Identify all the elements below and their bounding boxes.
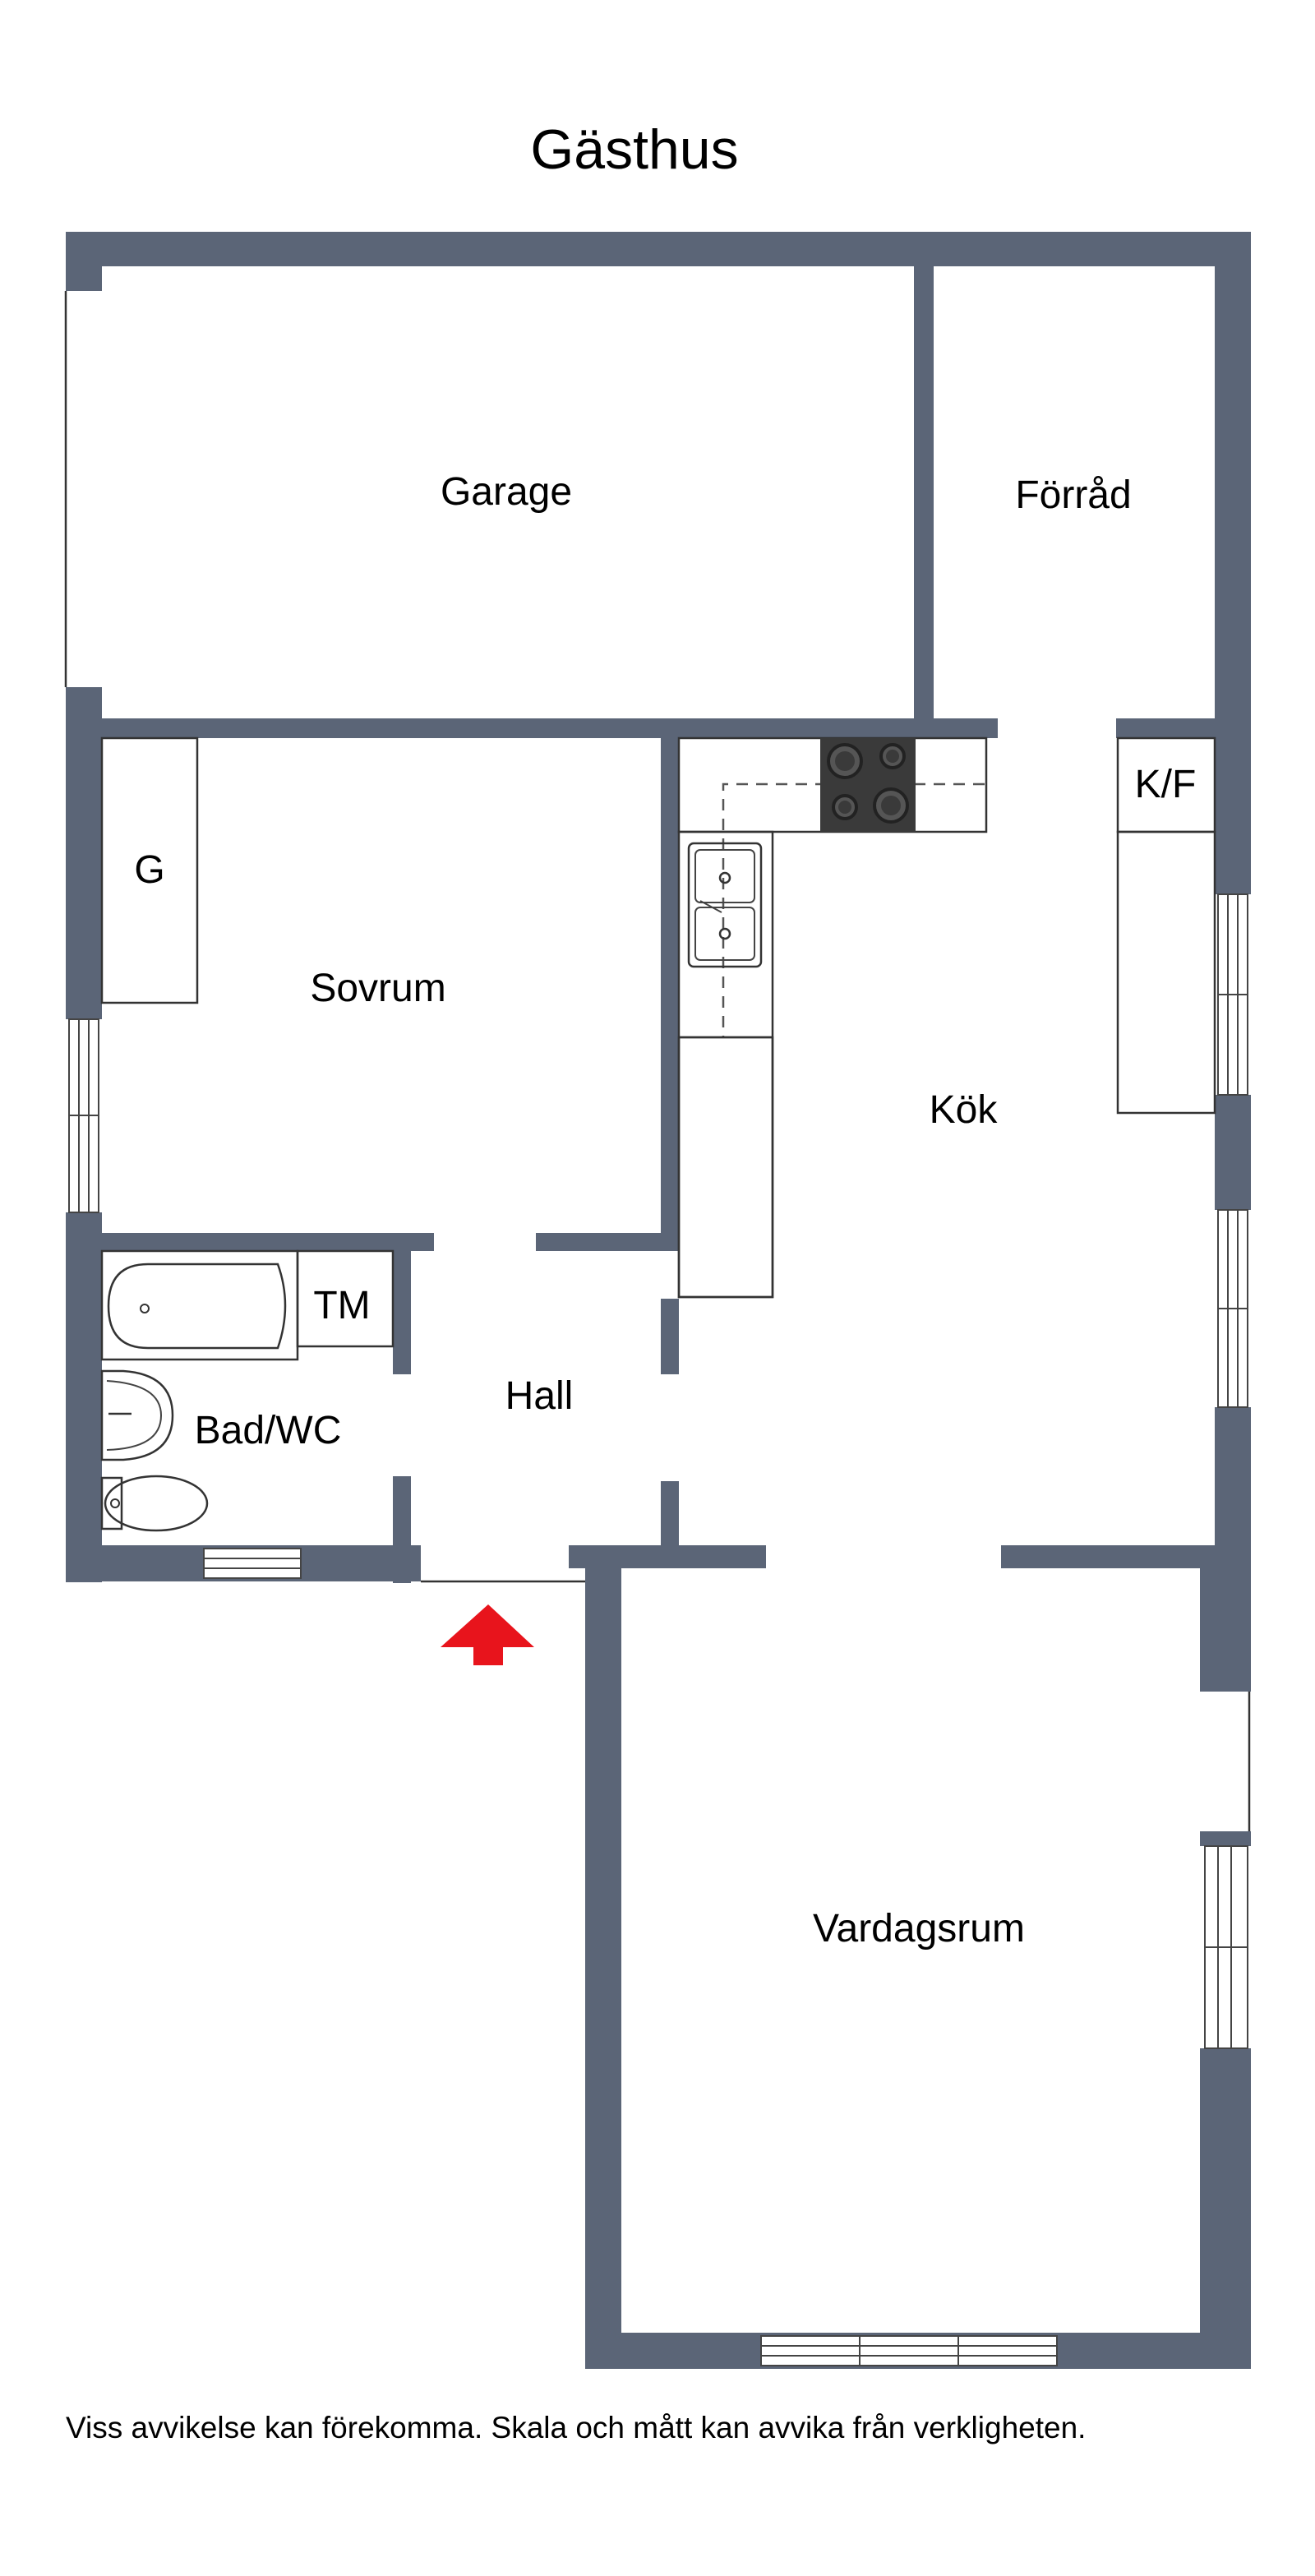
wardrobe — [100, 736, 199, 1004]
plan-title: Gästhus — [530, 118, 738, 181]
entrance-arrow-icon — [441, 1604, 534, 1665]
left-counter — [677, 830, 774, 1299]
disclaimer-text: Viss avvikelse kan förekomma. Skala och … — [66, 2411, 1086, 2444]
bathtub-icon — [100, 1249, 299, 1361]
room-label-hall: Hall — [505, 1374, 574, 1418]
room-label-bad: Bad/WC — [195, 1409, 342, 1452]
windows — [68, 893, 1248, 2366]
toilet-icon — [100, 1475, 209, 1532]
room-label-kf: K/F — [1135, 763, 1197, 806]
room-label-garage: Garage — [441, 470, 572, 514]
room-label-kok: Kök — [930, 1088, 999, 1132]
furniture — [100, 736, 1216, 1532]
openings — [64, 291, 1251, 1831]
room-label-g: G — [134, 848, 164, 892]
room-label-vardagsrum: Vardagsrum — [813, 1907, 1025, 1950]
walls — [66, 232, 1251, 2369]
room-label-tm: TM — [313, 1284, 370, 1327]
room-label-sovrum: Sovrum — [310, 967, 445, 1010]
right-counter — [1116, 830, 1216, 1115]
room-label-forrad: Förråd — [1015, 473, 1131, 517]
stove-icon — [820, 738, 916, 832]
washbasin-icon — [100, 1369, 174, 1461]
sink-icon — [687, 842, 763, 968]
hall-cabinet — [677, 1036, 774, 1299]
